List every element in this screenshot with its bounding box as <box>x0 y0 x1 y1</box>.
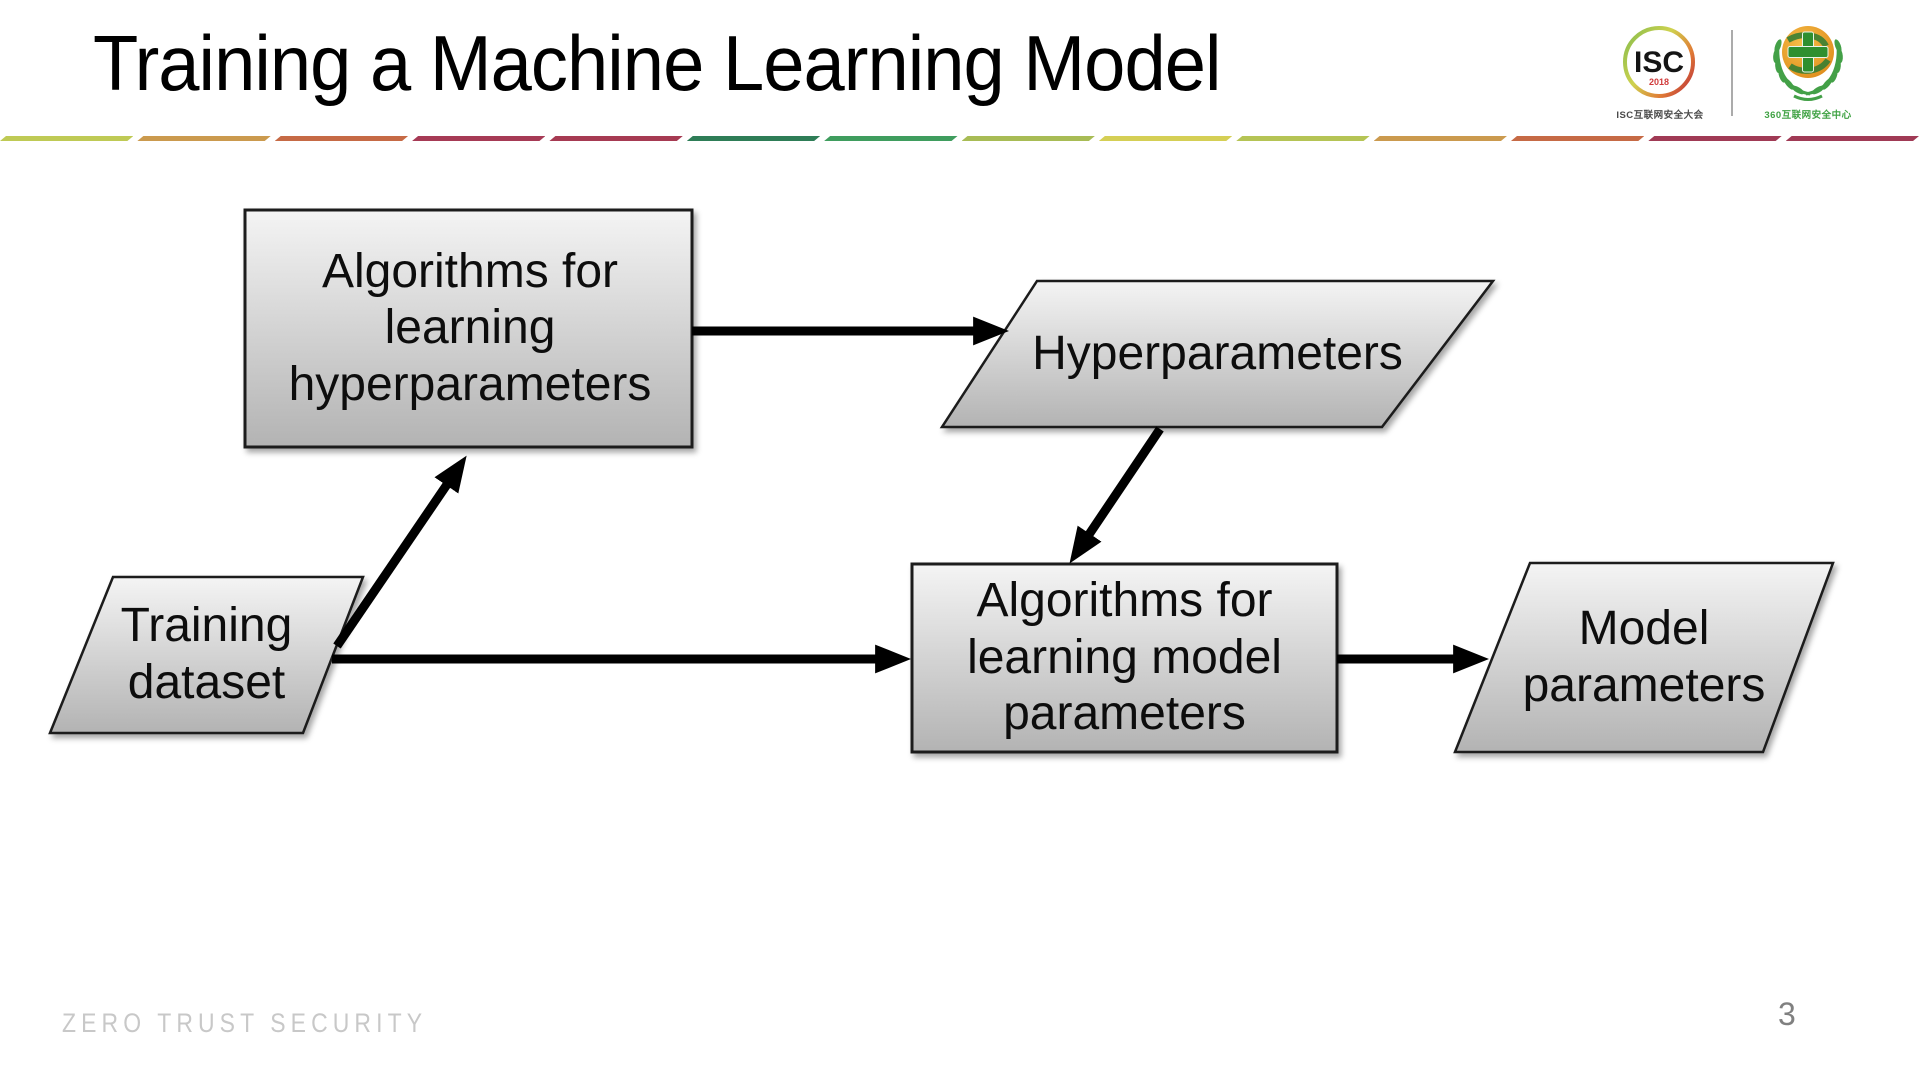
partner-logo-caption: 360互联网安全中心 <box>1764 110 1852 121</box>
laurel-wreath-icon <box>1773 39 1843 101</box>
isc-logo-caption: ISC互联网安全大会 <box>1616 110 1704 121</box>
node-hyperparameters <box>939 279 1496 429</box>
separator-segment <box>962 136 1095 141</box>
logo-divider <box>1731 30 1733 116</box>
separator-segment <box>275 136 408 141</box>
isc-logo-abbr: ISC <box>1634 46 1684 79</box>
label-algorithms-for-learning-model-parameters: Algorithms for learning model parameters <box>967 574 1282 741</box>
separator-segment <box>1786 136 1919 141</box>
separator-line <box>0 136 1919 141</box>
label-model-parameters: Model parameters <box>1522 601 1766 712</box>
separator-segment <box>1648 136 1781 141</box>
separator-segment <box>1236 136 1369 141</box>
wreath-globe-icon <box>1773 26 1843 101</box>
node-training-dataset <box>48 575 365 735</box>
separator-segment <box>1511 136 1644 141</box>
isc-ring-icon <box>1623 26 1695 98</box>
arrow-trainingdataset-to-algohyper <box>333 455 467 649</box>
isc-logo-year: 2018 <box>1649 77 1669 87</box>
flowchart-arrows <box>332 316 1490 674</box>
green-cross-icon <box>1787 31 1829 73</box>
node-algorithms-for-learning-model-parameters <box>910 562 1339 754</box>
partner-logo: 360互联网安全中心 <box>1756 10 1860 121</box>
page-number: 3 <box>1778 996 1796 1032</box>
arrow-hyperparameters-to-algomodel <box>1069 426 1164 564</box>
separator-segment <box>1374 136 1507 141</box>
separator-segment <box>687 136 820 141</box>
separator-segment <box>0 136 133 141</box>
isc-logo-icon: ISC 2018 <box>1623 26 1695 98</box>
footer-text: ZERO TRUST SECURITY <box>62 1008 428 1038</box>
separator-segment <box>824 136 957 141</box>
label-algorithms-for-learning-hyperparameters: Algorithms for learning hyperparameters <box>288 244 652 411</box>
node-algorithms-for-learning-hyperparameters <box>243 208 694 449</box>
isc-logo: ISC 2018 ISC互联网安全大会 <box>1612 16 1708 121</box>
separator-segment <box>137 136 270 141</box>
separator-segment <box>549 136 682 141</box>
label-hyperparameters: Hyperparameters <box>1032 326 1403 380</box>
separator-segment <box>412 136 545 141</box>
slide-title: Training a Machine Learning Model <box>93 19 1221 107</box>
node-model-parameters <box>1453 561 1835 754</box>
label-training-dataset: Training dataset <box>120 599 293 709</box>
separator-segment <box>1099 136 1232 141</box>
